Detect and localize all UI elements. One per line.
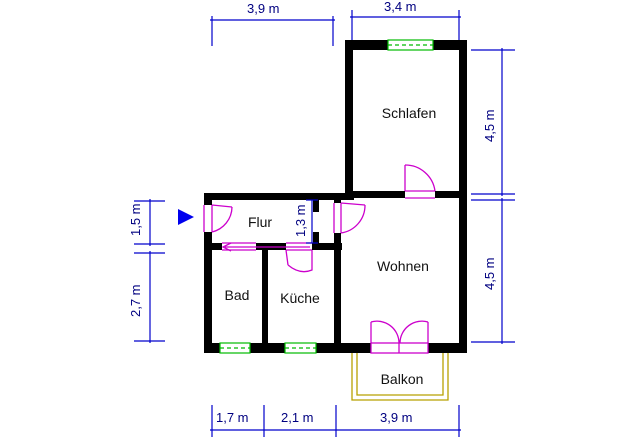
dim-right: 4,5 m 4,5 m <box>471 48 515 344</box>
dim-label-right-lower: 4,5 m <box>482 257 497 290</box>
dim-label-bottom-2: 2,1 m <box>281 410 314 425</box>
room-label-flur: Flur <box>248 214 272 230</box>
wall-flur-wohnen-upper <box>334 193 341 203</box>
dim-top-right: 3,4 m <box>350 0 461 40</box>
dim-left: 1,5 m 2,7 m <box>128 199 165 343</box>
dim-top-left: 3,9 m <box>210 1 335 46</box>
dim-label-left-lower: 2,7 m <box>128 284 143 317</box>
door-flur-wohnen <box>333 202 366 234</box>
door-entrance <box>203 204 233 233</box>
wall-bottom-4 <box>428 343 467 353</box>
window-bad <box>219 342 251 354</box>
door-bad <box>222 242 256 251</box>
dim-label-flur-inner: 1,3 m <box>293 204 308 237</box>
room-label-bad: Bad <box>225 287 250 303</box>
wall-schlafen-bottom-right <box>435 191 467 198</box>
wall-schlafen-bottom <box>345 191 405 198</box>
room-label-schlafen: Schlafen <box>382 105 436 121</box>
entrance-arrow-icon <box>178 209 194 225</box>
window-schlafen <box>387 39 434 51</box>
wall-bottom-2 <box>250 343 285 353</box>
dim-bottom: 1,7 m 2,1 m 3,9 m <box>210 405 461 437</box>
wall-bad-kueche <box>262 243 268 350</box>
wall-left-lower <box>204 232 212 350</box>
wall-left-upper <box>204 193 212 205</box>
wall-flur-stub <box>313 200 319 212</box>
dim-label-bottom-1: 1,7 m <box>216 410 249 425</box>
room-label-kueche: Küche <box>280 290 320 306</box>
window-kueche <box>284 342 317 354</box>
walls <box>204 40 467 353</box>
door-schlafen <box>404 164 436 199</box>
dim-label-bottom-3: 3,9 m <box>380 410 413 425</box>
wall-bottom-1 <box>204 343 220 353</box>
wall-schlafen-top-left <box>345 40 388 50</box>
wall-flur-top <box>204 193 354 200</box>
door-balcony <box>370 320 429 354</box>
wall-flur-stub-low <box>313 232 319 246</box>
wall-flur-wohnen-lower <box>334 233 341 350</box>
room-label-wohnen: Wohnen <box>377 258 429 274</box>
wall-kueche-top-right <box>312 243 342 250</box>
balcony <box>351 353 449 401</box>
dim-label-left-upper: 1,5 m <box>128 203 143 236</box>
doors <box>203 164 436 354</box>
room-label-balkon: Balkon <box>381 371 424 387</box>
dim-label-right-upper: 4,5 m <box>482 109 497 142</box>
dimension-lines: 3,9 m 3,4 m 4,5 m 4,5 m 1,5 m <box>128 0 515 437</box>
wall-bottom-3 <box>316 343 371 353</box>
wall-bad-top <box>204 243 222 250</box>
dim-label-top-right: 3,4 m <box>384 0 417 14</box>
wall-schlafen-left <box>345 40 353 198</box>
wall-schlafen-top-right <box>433 40 467 50</box>
windows <box>219 39 434 354</box>
dim-label-top-left: 3,9 m <box>247 1 280 16</box>
room-labels: Schlafen Flur Wohnen Bad Küche Balkon <box>225 105 437 387</box>
dim-flur-inner: 1,3 m <box>293 199 318 244</box>
